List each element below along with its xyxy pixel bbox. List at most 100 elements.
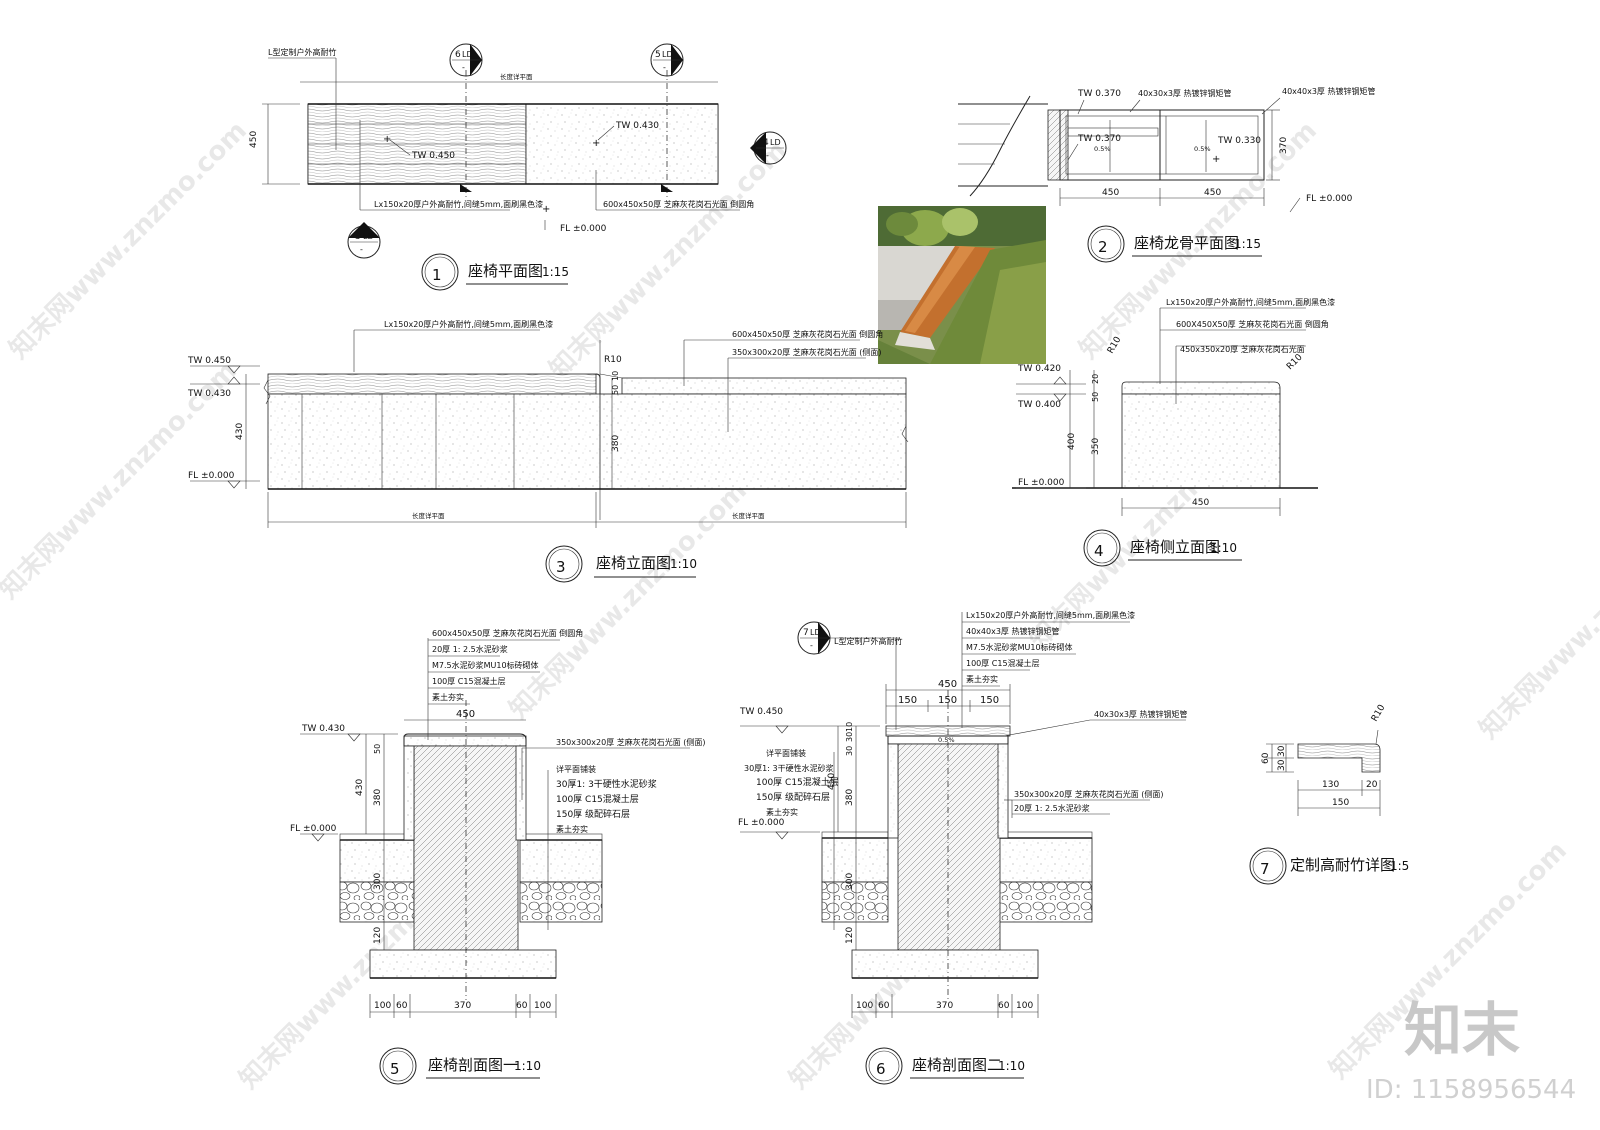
- svg-text:1:5: 1:5: [1390, 859, 1409, 873]
- image-id: ID: 1158956544: [1366, 1075, 1576, 1105]
- frame-tw-370-a: TW 0.370: [1077, 89, 1121, 99]
- section-1-tw: TW 0.430: [301, 724, 345, 734]
- svg-text:60: 60: [516, 1001, 528, 1011]
- svg-text:座椅平面图: 座椅平面图: [468, 262, 543, 280]
- frame-dim-370: 370: [1279, 137, 1289, 154]
- svg-text:座椅侧立面图: 座椅侧立面图: [1130, 538, 1220, 556]
- section-2-dim-300: 300: [845, 873, 855, 890]
- section-marker[interactable]: 4 LD -: [750, 131, 787, 165]
- elev-note-bamboo: Lx150x20厚户外高耐竹,间缝5mm,面刷黑色漆: [384, 319, 553, 329]
- section-2-note-pipe: 40x30x3厚 热镀锌钢矩管: [1094, 709, 1187, 719]
- elev-tw-430: TW 0.430: [187, 389, 231, 399]
- detail-dim-20: 20: [1366, 780, 1378, 790]
- svg-text:素土夯实: 素土夯实: [556, 824, 588, 834]
- frame-tw-330: TW 0.330: [1217, 136, 1261, 146]
- section-2-dim-380: 380: [845, 789, 855, 806]
- plan-title: 1 座椅平面图 1:15: [421, 253, 569, 291]
- side-dim-20: 20: [1091, 374, 1100, 384]
- elevation-title: 3 座椅立面图 1:10: [545, 545, 697, 583]
- svg-text:LD: LD: [770, 138, 781, 147]
- svg-text:素土夯实: 素土夯实: [966, 674, 998, 684]
- section-2-dim-10: 10: [845, 722, 854, 732]
- section-marker[interactable]: 5 LD -: [650, 43, 684, 77]
- side-note-bamboo: Lx150x20厚户外高耐竹,间缝5mm,面刷黑色漆: [1166, 297, 1335, 307]
- svg-text:6: 6: [876, 1060, 886, 1078]
- side-dim-400: 400: [1067, 433, 1077, 450]
- watermark: 知末网www.znzmo.com: [4, 116, 253, 365]
- elev-dim-50: 50: [611, 385, 620, 395]
- section-1-dim-430: 430: [355, 779, 365, 796]
- svg-text:1:10: 1:10: [514, 1059, 541, 1073]
- section-1-dim-50: 50: [373, 744, 382, 754]
- section-marker[interactable]: 6 LD -: [449, 43, 483, 77]
- section-1-right-notes: 详平面铺装 30厚1: 3干硬性水泥砂浆 100厚 C15混凝土层 150厚 级…: [556, 764, 657, 834]
- section-2-fl: FL ±0.000: [738, 818, 785, 828]
- svg-text:座椅剖面图二: 座椅剖面图二: [912, 1056, 1002, 1074]
- svg-text:350x300x20厚 芝麻灰花岗石光面 (侧面): 350x300x20厚 芝麻灰花岗石光面 (侧面): [1014, 789, 1164, 799]
- section-marker[interactable]: 3 LD -: [347, 222, 381, 259]
- plan-tw-430: TW 0.430: [615, 121, 659, 131]
- side-r10-b: R10: [1285, 352, 1305, 372]
- section-1-fl: FL ±0.000: [290, 824, 337, 834]
- svg-text:Lx150x20厚户外高耐竹,间缝5mm,面刷黑色漆: Lx150x20厚户外高耐竹,间缝5mm,面刷黑色漆: [966, 610, 1135, 620]
- svg-text:座椅立面图: 座椅立面图: [596, 554, 671, 572]
- svg-text:M7.5水泥砂浆MU10标砖砌体: M7.5水泥砂浆MU10标砖砌体: [432, 660, 539, 670]
- section-2-right-notes: 350x300x20厚 芝麻灰花岗石光面 (侧面) 20厚 1: 2.5水泥砂浆: [1014, 789, 1164, 813]
- svg-text:3: 3: [355, 232, 361, 242]
- detail-dim-130: 130: [1322, 780, 1339, 790]
- svg-text:+: +: [542, 204, 550, 215]
- side-tw-420: TW 0.420: [1017, 364, 1061, 374]
- frame-fl: FL ±0.000: [1306, 194, 1353, 204]
- section-1-title: 5 座椅剖面图一 1:10: [379, 1047, 541, 1085]
- detail-dim-30a: 30: [1277, 745, 1287, 757]
- side-elevation-view: R10 R10 Lx150x20厚户外高耐竹,间缝5mm,面刷黑色漆 600X4…: [1012, 297, 1335, 567]
- svg-text:600x450x50厚 芝麻灰花岗石光面 倒圆角: 600x450x50厚 芝麻灰花岗石光面 倒圆角: [432, 628, 583, 638]
- section-2-tw: TW 0.450: [739, 707, 783, 717]
- frame-slope-b: 0.5%: [1194, 145, 1211, 153]
- frame-dim-450-b: 450: [1204, 188, 1221, 198]
- plan-note-bamboo-board: Lx150x20厚户外高耐竹,间缝5mm,面刷黑色漆: [374, 199, 543, 209]
- svg-text:+: +: [383, 134, 391, 145]
- svg-text:LD: LD: [462, 50, 473, 59]
- plan-tw-450: TW 0.450: [411, 151, 455, 161]
- svg-text:+: +: [592, 138, 600, 149]
- section-1-view: 600x450x50厚 芝麻灰花岗石光面 倒圆角 20厚 1: 2.5水泥砂浆 …: [290, 628, 706, 1085]
- svg-text:370: 370: [454, 1001, 471, 1011]
- detail-dim-30b: 30: [1277, 759, 1287, 771]
- svg-text:20厚 1: 2.5水泥砂浆: 20厚 1: 2.5水泥砂浆: [432, 644, 508, 654]
- watermark: 知末网www.znzmo.com: [504, 476, 753, 725]
- section-1-note-side: 350x300x20厚 芝麻灰花岗石光面 (侧面): [556, 737, 706, 747]
- section-1-notes: 600x450x50厚 芝麻灰花岗石光面 倒圆角 20厚 1: 2.5水泥砂浆 …: [428, 628, 583, 705]
- svg-text:20厚 1: 2.5水泥砂浆: 20厚 1: 2.5水泥砂浆: [1014, 803, 1090, 813]
- section-2-title: 6 座椅剖面图二 1:10: [865, 1047, 1025, 1085]
- svg-text:60: 60: [878, 1001, 890, 1011]
- detail-dim-60: 60: [1261, 752, 1271, 764]
- frame-plan-view: TW 0.370 40x30x3厚 热镀锌钢矩管 40x40x3厚 热镀锌钢矩管…: [958, 86, 1375, 263]
- section-1-dim-300: 300: [373, 873, 383, 890]
- svg-text:100: 100: [1016, 1001, 1033, 1011]
- plan-note-granite-top: 600x450x50厚 芝麻灰花岗石光面 倒圆角: [603, 199, 754, 209]
- svg-text:素土夯实: 素土夯实: [432, 692, 464, 702]
- svg-text:1: 1: [432, 266, 442, 284]
- elev-dim-10: 10: [611, 371, 620, 381]
- detail-r10: R10: [1370, 703, 1388, 724]
- plan-view: 长度详平面 450 L型定制户外高耐竹 TW 0.450 + TW 0.430 …: [249, 43, 787, 291]
- svg-text:定制高耐竹详图: 定制高耐竹详图: [1290, 856, 1395, 874]
- elevation-view: TW 0.450 TW 0.430 430 FL ±0.000 380 50 1…: [187, 319, 909, 583]
- svg-text:座椅剖面图一: 座椅剖面图一: [428, 1056, 518, 1074]
- svg-text:2: 2: [1098, 238, 1108, 256]
- svg-text:1:15: 1:15: [542, 265, 569, 279]
- svg-text:150: 150: [980, 695, 999, 706]
- svg-text:4: 4: [1094, 542, 1104, 560]
- plan-length-label: 长度详平面: [500, 72, 533, 81]
- svg-text:150: 150: [938, 695, 957, 706]
- plan-dim-450: 450: [249, 131, 259, 148]
- svg-text:LD: LD: [810, 628, 821, 637]
- svg-text:100厚 C15混凝土层: 100厚 C15混凝土层: [432, 676, 506, 686]
- branding: 知末 ID: 1158956544: [1366, 996, 1576, 1105]
- svg-text:6: 6: [455, 50, 461, 60]
- detail-marker[interactable]: 7 LD -: [797, 621, 831, 655]
- svg-text:40x40x3厚 热镀锌钢矩管: 40x40x3厚 热镀锌钢矩管: [966, 626, 1059, 636]
- bench-photo: [878, 206, 1046, 364]
- svg-text:370: 370: [936, 1001, 953, 1011]
